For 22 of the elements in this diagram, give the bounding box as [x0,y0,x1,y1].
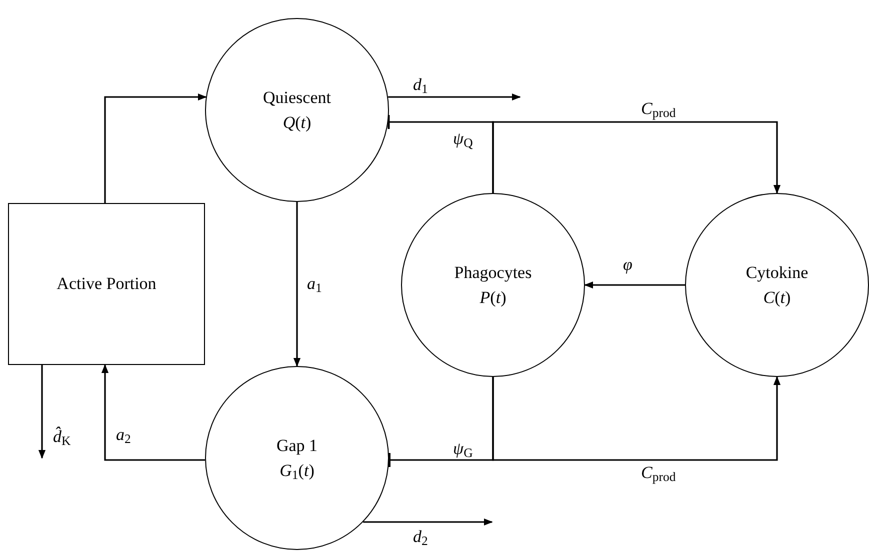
arrow [104,93,207,203]
node-title: Phagocytes [454,262,532,283]
arrow [38,365,46,459]
state-variable: G$_{1}$(t) [280,460,314,482]
node-title: Gap 1 [276,434,318,456]
node-title: Cytokine [746,262,808,283]
node-title: Quiescent [263,86,331,108]
arrow [363,518,493,526]
arrow [388,93,521,101]
state-variable: P(t) [480,287,506,308]
node-title: Active Portion [56,273,156,295]
process-box [8,203,205,365]
edge-label: d$_{2}$ [412,528,429,545]
state-variable: C(t) [763,287,791,308]
arrow [101,364,206,461]
arrow [492,121,781,194]
arrow [293,202,301,367]
edge-label: d$_{1}$ [412,76,429,93]
arrow [584,281,685,289]
arrow [492,376,781,461]
edge-label: d̂$_{K}$ [52,428,72,445]
state-variable: Q(t) [282,112,312,134]
